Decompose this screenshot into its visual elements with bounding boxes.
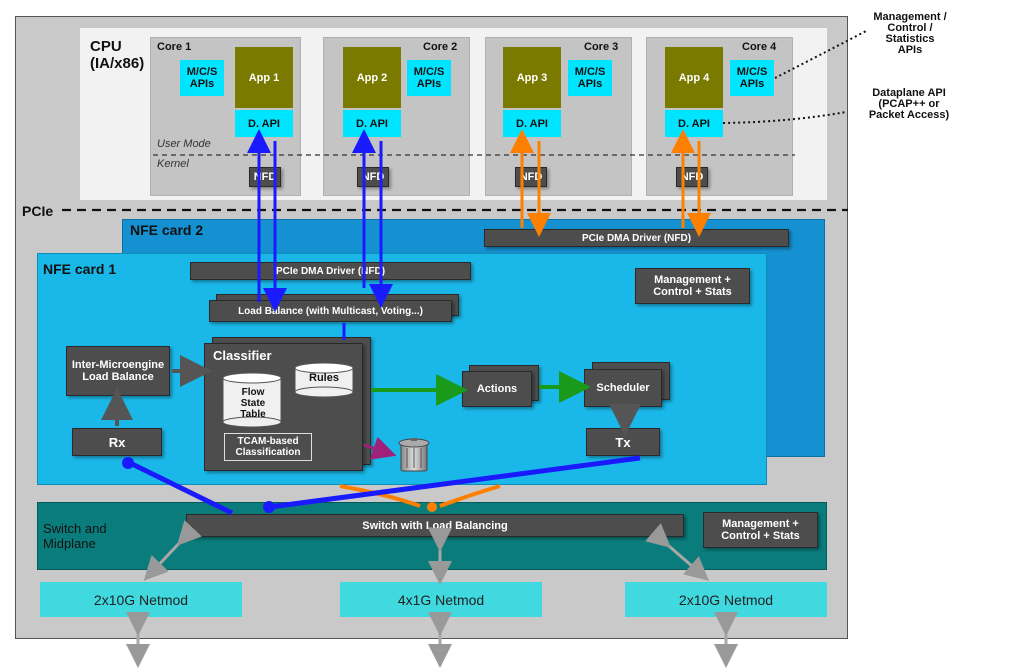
switch-load-balancing: Switch with Load Balancing xyxy=(186,514,684,537)
dataplane-api-annotation: Dataplane API (PCAP++ or Packet Access) xyxy=(868,87,950,121)
core-2-app: App 2 xyxy=(343,47,401,108)
classifier-title: Classifier xyxy=(213,348,272,363)
nfe-card-1-mgmt: Management + Control + Stats xyxy=(635,268,750,304)
core-4-mcs-apis: M/C/S APIs xyxy=(730,60,774,96)
rules-label: Rules xyxy=(309,372,339,384)
user-mode-label: User Mode xyxy=(157,138,211,150)
tcam-classification: TCAM-based Classification xyxy=(224,433,312,461)
actions: Actions xyxy=(462,371,532,407)
flow-state-table xyxy=(222,372,282,428)
management-api-annotation: Management / Control / Statistics APIs xyxy=(873,11,947,56)
netmod-left: 2x10G Netmod xyxy=(40,582,242,617)
core-2-mcs-apis: M/C/S APIs xyxy=(407,60,451,96)
core-3-label: Core 3 xyxy=(584,41,619,53)
switch-mgmt: Management + Control + Stats xyxy=(703,512,818,548)
netmod-center: 4x1G Netmod xyxy=(340,582,542,617)
core-4-label: Core 4 xyxy=(742,41,777,53)
nfe-card-2-title: NFE card 2 xyxy=(130,222,204,238)
nfe-card-2-dma-driver: PCIe DMA Driver (NFD) xyxy=(484,229,789,247)
core-3-app: App 3 xyxy=(503,47,561,108)
rules-db xyxy=(294,362,354,398)
inter-microengine-load-balance: Inter-Microengine Load Balance xyxy=(66,346,170,396)
trash-icon xyxy=(398,437,430,473)
core-1-mcs-apis: M/C/S APIs xyxy=(180,60,224,96)
netmod-right: 2x10G Netmod xyxy=(625,582,827,617)
core-1-app: App 1 xyxy=(235,47,293,108)
core-2-label: Core 2 xyxy=(423,41,458,53)
kernel-label: Kernel xyxy=(157,158,189,170)
pcie-label: PCIe xyxy=(22,203,54,219)
core-4-app: App 4 xyxy=(665,47,723,108)
flow-state-label: Flow State Table xyxy=(240,387,266,420)
scheduler: Scheduler xyxy=(584,369,662,407)
rx: Rx xyxy=(72,428,162,456)
core-1-label: Core 1 xyxy=(157,41,192,53)
core-3-mcs-apis: M/C/S APIs xyxy=(568,60,612,96)
nfe-card-1-title: NFE card 1 xyxy=(43,261,117,277)
cpu-label: CPU(IA/x86) xyxy=(90,38,145,72)
